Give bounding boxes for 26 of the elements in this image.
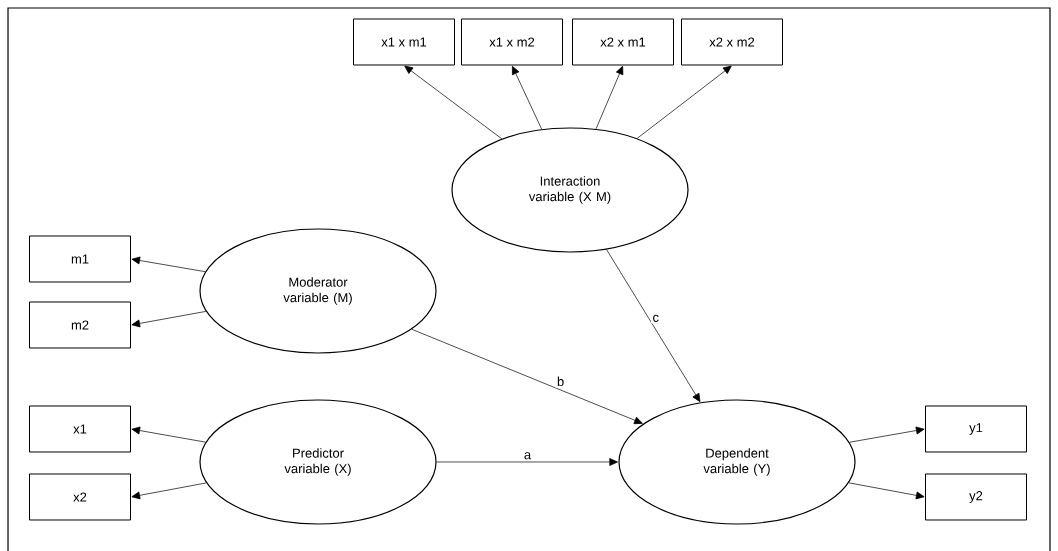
indicator-box: x2 [29, 473, 131, 521]
arrow [848, 482, 925, 500]
arrow [404, 65, 503, 140]
arrow [436, 458, 618, 466]
arrow [595, 65, 624, 130]
edge-label: b [557, 376, 564, 387]
indicator-box: x2 x m2 [681, 18, 783, 66]
arrow [636, 65, 732, 139]
indicator-box: m2 [29, 301, 131, 349]
indicator-box: x2 x m1 [572, 18, 674, 66]
indicator-box: y1 [925, 405, 1027, 453]
arrow [131, 426, 206, 443]
arrow [131, 311, 207, 328]
arrow [131, 256, 206, 273]
arrow [411, 328, 643, 425]
arrow [131, 482, 207, 500]
arrow [512, 65, 543, 130]
indicator-box: m1 [29, 235, 131, 283]
arrow [606, 249, 701, 403]
indicator-box: x1 x m2 [461, 18, 563, 66]
indicator-box: x1 [29, 405, 131, 453]
edge-label: a [524, 452, 532, 460]
arrow [849, 426, 925, 443]
edge-label: c [653, 314, 659, 322]
indicator-box: x1 x m1 [353, 18, 455, 66]
indicator-box: y2 [925, 473, 1027, 521]
